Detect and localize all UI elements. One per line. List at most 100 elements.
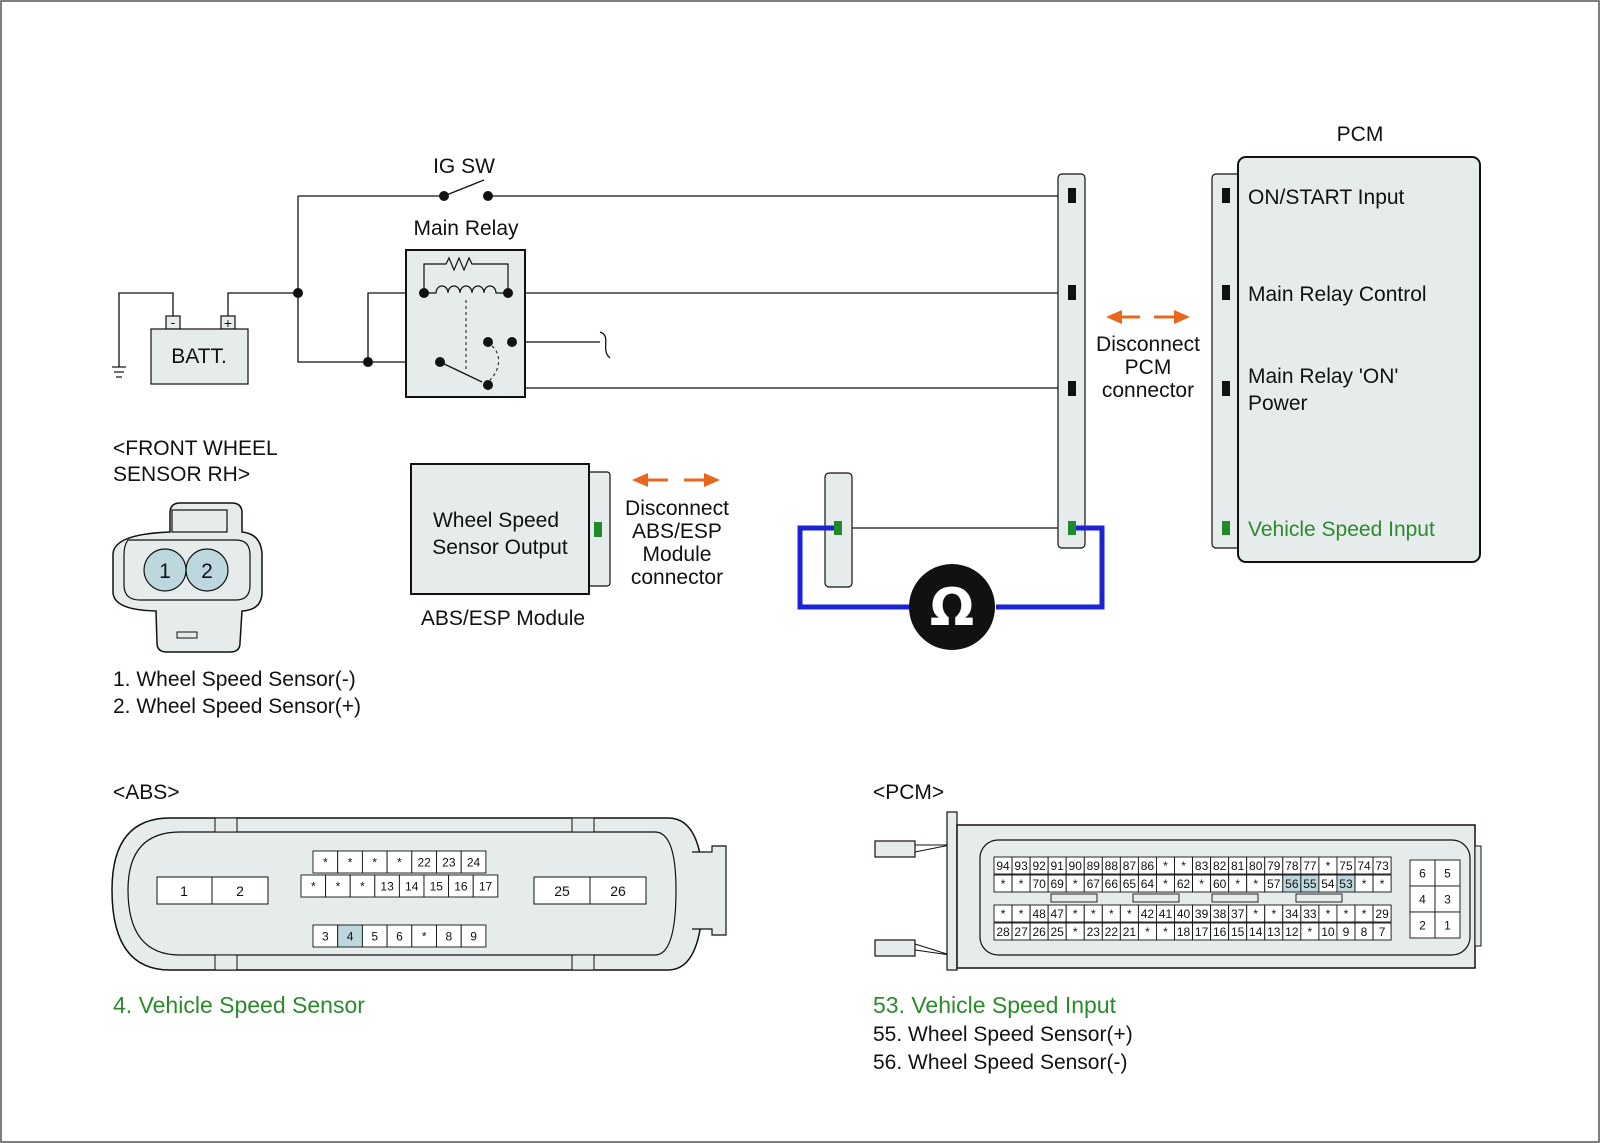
- pcm-pin-label: *: [1199, 877, 1204, 891]
- pcm-vehicle-speed-label: Vehicle Speed Input: [1248, 518, 1435, 541]
- sensor-key: [176, 631, 198, 639]
- pcm-pin-label: *: [1271, 907, 1276, 921]
- relay-terminal: [503, 288, 513, 298]
- pcm-pin-label: 56: [1285, 877, 1299, 891]
- pcm-pin-label: 73: [1375, 859, 1389, 873]
- pcm-connector-title: <PCM>: [873, 781, 944, 804]
- pcm-main-relay-control-label: Main Relay Control: [1248, 283, 1427, 306]
- disconnect-abs-line2: ABS/ESP: [632, 520, 722, 543]
- disconnect-abs-arrows: [632, 473, 720, 487]
- pcm-row-latch: [1295, 893, 1343, 903]
- pcm-pin-label: *: [1073, 907, 1078, 921]
- pcm-main-relay-power-label-2: Power: [1248, 392, 1308, 415]
- pcm-pin-label: *: [1073, 925, 1078, 939]
- pcm-pin-label: 26: [1032, 925, 1046, 939]
- pcm-side-pin-label: 3: [1444, 893, 1451, 907]
- pcm-pin-cell: [1372, 856, 1392, 875]
- abs-pin-label: 24: [467, 856, 481, 870]
- relay-terminal: [507, 337, 517, 347]
- pcm-pin-label: 62: [1177, 877, 1191, 891]
- pcm-pin-label: 9: [1343, 925, 1350, 939]
- pcm-pin-label: *: [1163, 925, 1168, 939]
- pcm-legend-55: 55. Wheel Speed Sensor(+): [873, 1023, 1133, 1046]
- pcm-pin-label: 40: [1177, 907, 1191, 921]
- pcm-pin-label: *: [1362, 877, 1367, 891]
- pcm-connector-end: [1474, 845, 1482, 947]
- pcm-pin-label: 25: [1050, 925, 1064, 939]
- pcm-pin-label: 39: [1195, 907, 1209, 921]
- pcm-pin-label: 18: [1177, 925, 1191, 939]
- abs-legend: 4. Vehicle Speed Sensor: [113, 992, 365, 1018]
- pcm-row-latch: [1211, 893, 1259, 903]
- pcm-pin-label: 27: [1014, 925, 1028, 939]
- abs-connector-inner: [127, 831, 677, 956]
- pcm-on-start-label: ON/START Input: [1248, 186, 1405, 209]
- junction-dot: [293, 288, 303, 298]
- abs-module-pin-vss: [594, 522, 602, 537]
- pcm-pin-label: 80: [1249, 859, 1263, 873]
- pcm-pin-label: 47: [1050, 907, 1064, 921]
- pcm-pin-label: 14: [1249, 925, 1263, 939]
- pcm-side-pin-cell: [1434, 885, 1461, 913]
- disconnect-pcm-line3: connector: [1102, 379, 1194, 402]
- pcm-pin-label: 60: [1213, 877, 1227, 891]
- pcm-side-pin-label: 2: [1419, 919, 1426, 933]
- pcm-pin-label: 10: [1321, 925, 1335, 939]
- pcm-pin-label: *: [1326, 907, 1331, 921]
- pcm-pin-label: 77: [1303, 859, 1317, 873]
- pcm-pin-label: *: [1362, 907, 1367, 921]
- relay-return: [489, 345, 499, 381]
- pcm-pin: [1222, 285, 1230, 300]
- pcm-pin-label: 81: [1231, 859, 1245, 873]
- abs-connector-rib: [214, 954, 238, 971]
- abs-pin-label: 16: [454, 880, 468, 894]
- abs-pin-label: 3: [322, 930, 329, 944]
- pcm-side-pin-label: 6: [1419, 867, 1426, 881]
- abs-pin-label: *: [397, 856, 402, 870]
- pcm-pin-label: 69: [1050, 877, 1064, 891]
- pcm-pin-label: 17: [1195, 925, 1209, 939]
- pcm-pin-label: 67: [1087, 877, 1101, 891]
- sensor-pin-1-label: 1: [159, 560, 171, 583]
- pcm-pin-label: 38: [1213, 907, 1227, 921]
- abs-connector-title: <ABS>: [113, 781, 180, 804]
- pcm-pin-label: *: [1019, 877, 1024, 891]
- sensor-latch: [171, 509, 228, 533]
- ig-sw-label: IG SW: [433, 155, 495, 178]
- pcm-pin-label: *: [1001, 877, 1006, 891]
- abs-pin-25: [533, 876, 591, 905]
- pcm-pin-label: 66: [1105, 877, 1119, 891]
- abs-module-label: ABS/ESP Module: [421, 607, 585, 630]
- abs-connector-rib: [571, 954, 595, 971]
- pcm-pin-label: 7: [1379, 925, 1386, 939]
- abs-pin-label: 15: [430, 880, 444, 894]
- abs-pin-label: 8: [446, 930, 453, 944]
- front-sensor-title-2: SENSOR RH>: [113, 463, 250, 486]
- abs-pin-cell: [472, 874, 499, 898]
- pcm-pin-cell: [1372, 874, 1392, 893]
- relay-coil: [424, 285, 508, 294]
- pcm-pin-label: *: [1127, 907, 1132, 921]
- pcm-pin-label: *: [1163, 859, 1168, 873]
- abs-connector-rib: [571, 817, 595, 833]
- pcm-pin-label: 21: [1123, 925, 1137, 939]
- pcm-connector-lever: [914, 844, 951, 956]
- pcm-pin-label: 13: [1267, 925, 1281, 939]
- pcm-pin-cell: [1372, 904, 1392, 923]
- abs-pin-label: *: [372, 856, 377, 870]
- ground-icon: [112, 366, 126, 378]
- pcm-harness-body: [1057, 173, 1086, 549]
- pcm-pin-label: 41: [1159, 907, 1173, 921]
- disconnect-abs-line1: Disconnect: [625, 497, 729, 520]
- abs-pin-label: 17: [479, 880, 493, 894]
- junction-dots: [293, 288, 373, 367]
- pcm-pin-label: 29: [1375, 907, 1389, 921]
- pcm-pin-label: 75: [1339, 859, 1353, 873]
- pcm-pin-label: 16: [1213, 925, 1227, 939]
- junction-dot: [363, 357, 373, 367]
- pcm-pin-label: 82: [1213, 859, 1227, 873]
